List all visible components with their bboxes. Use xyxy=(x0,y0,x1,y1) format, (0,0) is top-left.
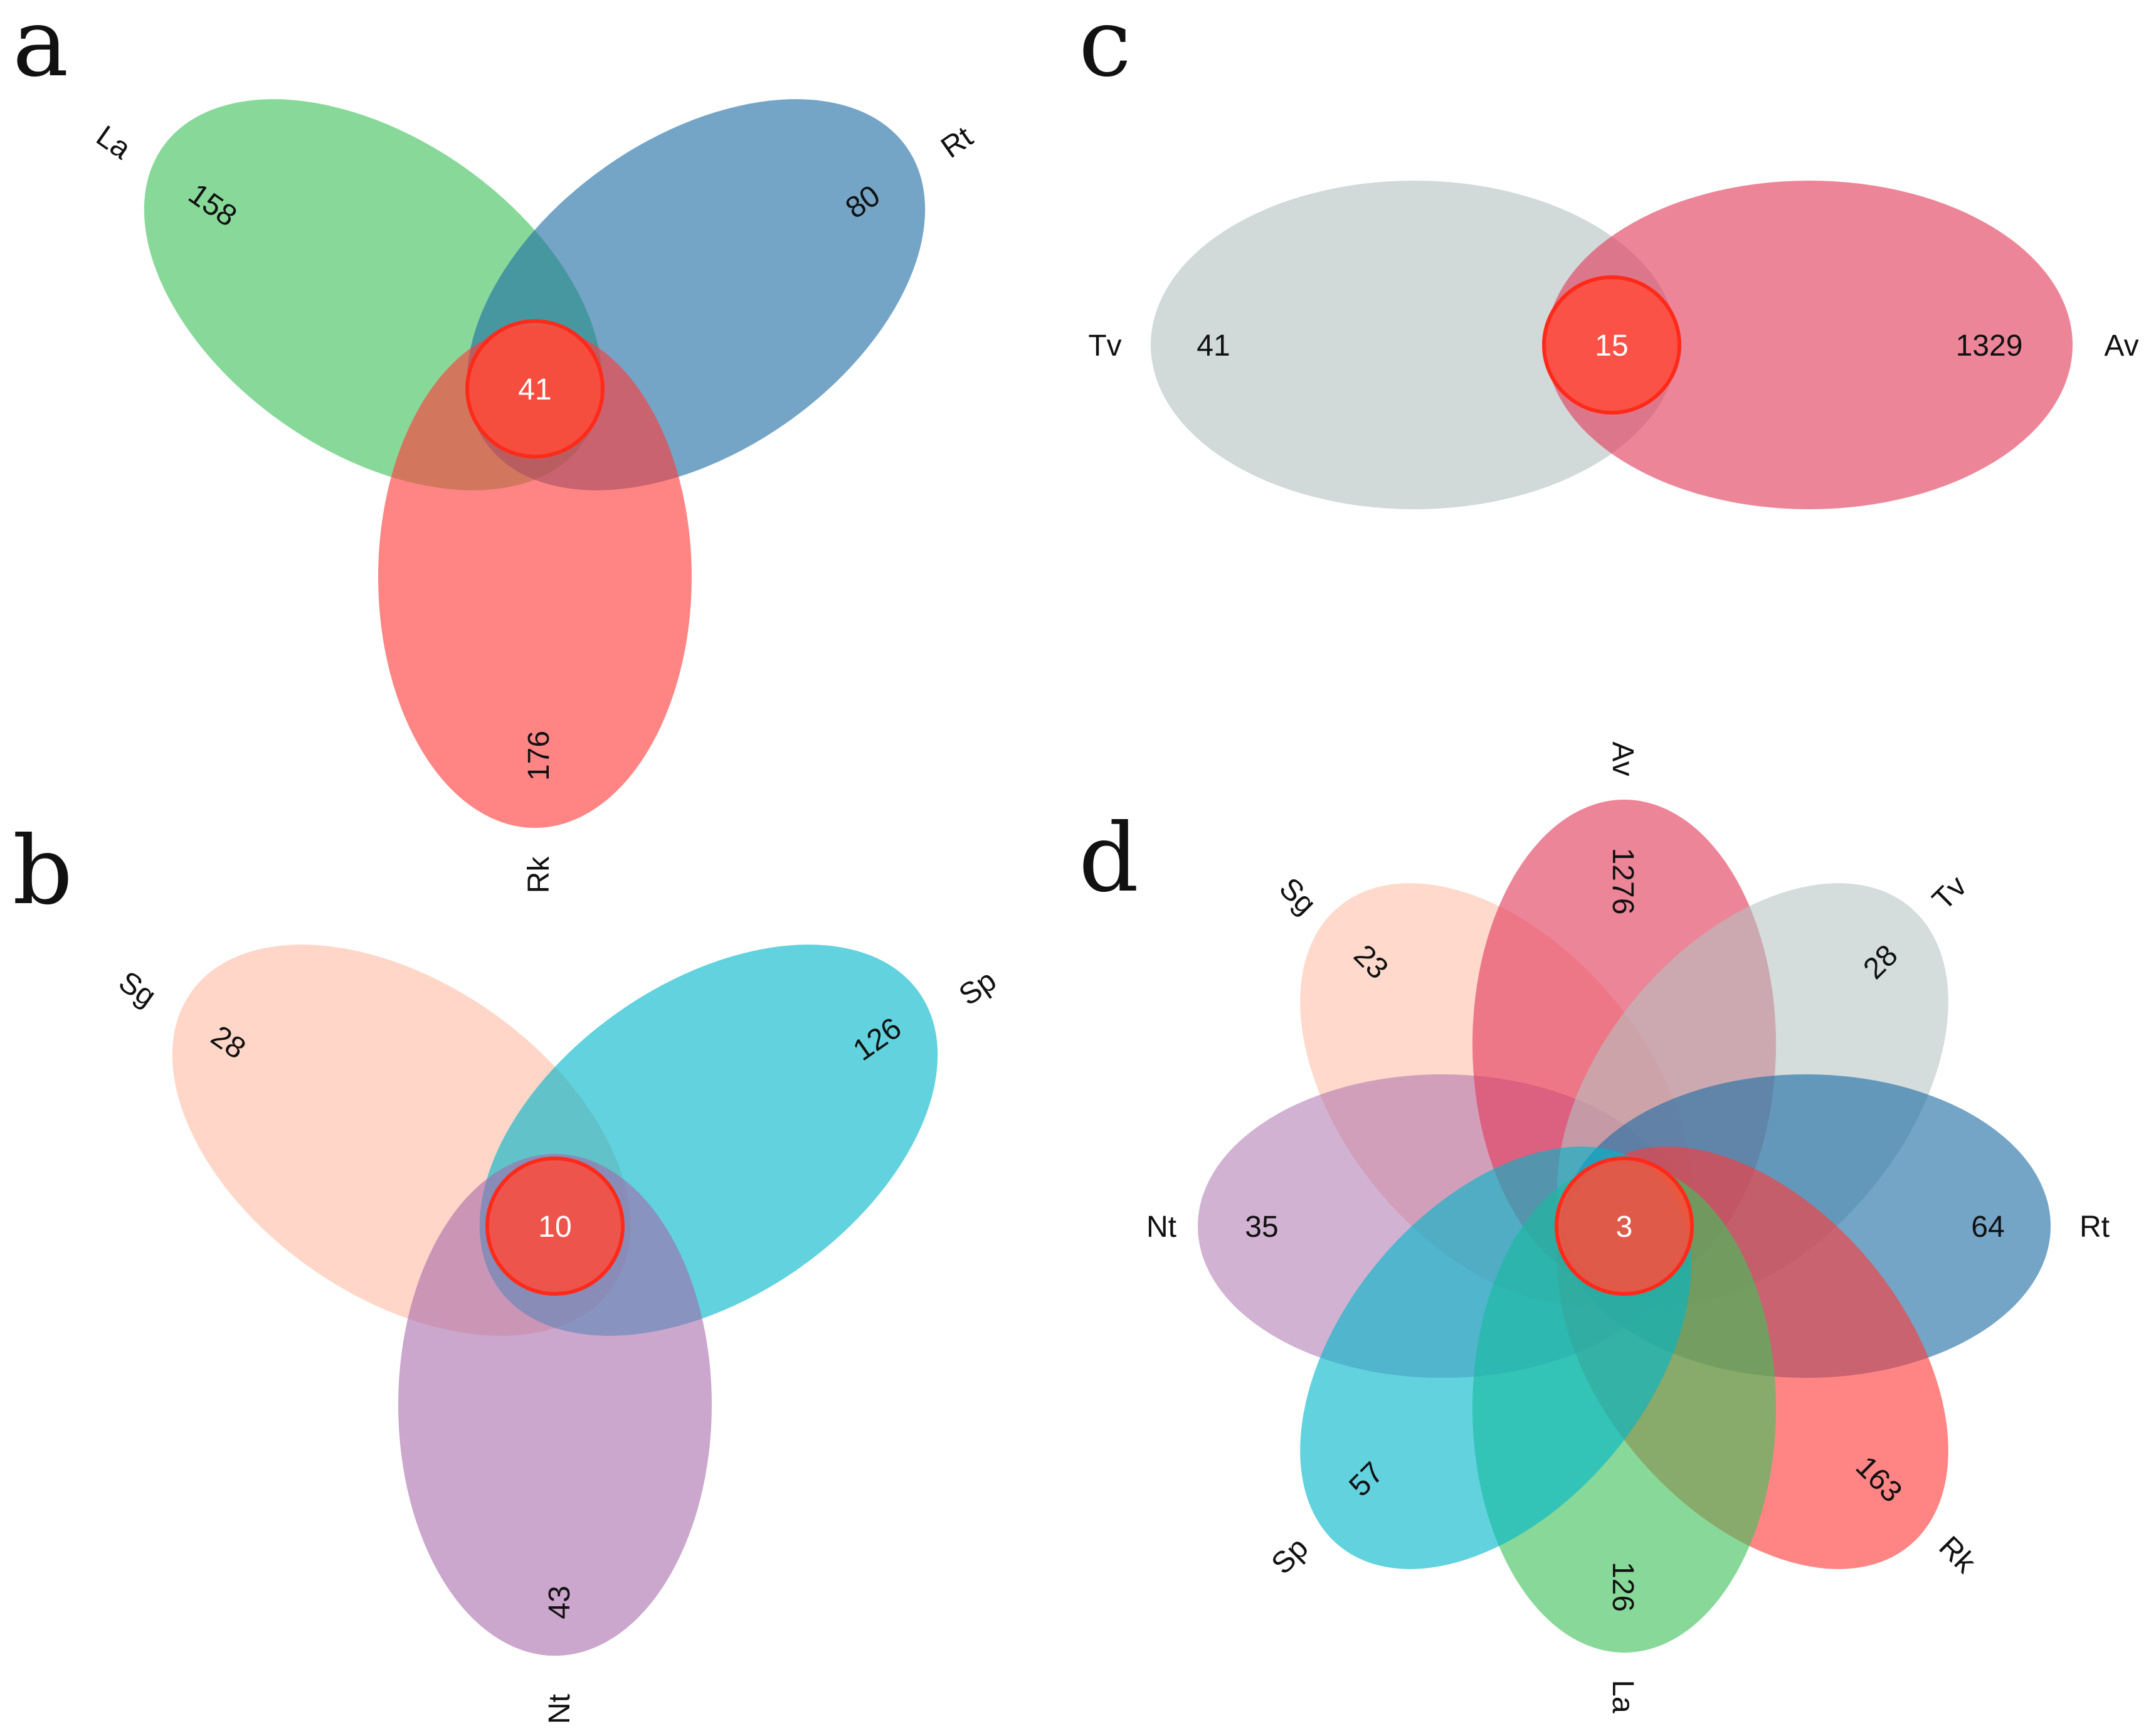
ellipse-tv xyxy=(1151,181,1678,509)
set-label-av: Av xyxy=(2104,329,2138,363)
set-label-d-tv: Tv xyxy=(1926,869,1973,916)
core-count-d: 3 xyxy=(1616,1210,1633,1244)
panel-a-letter: a xyxy=(13,0,68,98)
set-label-sp: Sp xyxy=(953,964,1002,1012)
set-label-d-rk: Rk xyxy=(1932,1530,1982,1580)
set-label-d-la: La xyxy=(1606,1680,1639,1713)
panel-d-letter: d xyxy=(1079,804,1139,913)
set-label-d-av: Av xyxy=(1606,741,1639,776)
set-label-d-nt: Nt xyxy=(1146,1210,1176,1244)
core-circle-c xyxy=(1542,275,1681,415)
core-circle-b xyxy=(485,1156,625,1296)
count-tv: 41 xyxy=(1197,329,1230,363)
set-label-d-rt: Rt xyxy=(2080,1210,2110,1244)
panel-b-letter: b xyxy=(13,817,73,926)
panel-a: a 41 La 158 Rt 80 Rk 176 xyxy=(13,0,979,894)
count-d-la: 126 xyxy=(1606,1562,1639,1612)
count-d-rt: 64 xyxy=(1971,1210,2004,1244)
panel-c-letter: c xyxy=(1079,0,1131,98)
count-rk: 176 xyxy=(522,731,556,781)
count-av: 1329 xyxy=(1956,329,2023,363)
set-label-nt: Nt xyxy=(543,1694,576,1724)
ellipse-av xyxy=(1546,181,2073,509)
panel-c: c 15 Tv 41 Av 1329 xyxy=(1079,0,2139,509)
panel-b: b 10 Sg 28 Sp 126 Nt 43 xyxy=(13,817,1002,1724)
set-label-d-sg: Sg xyxy=(1272,872,1322,921)
set-label-tv: Tv xyxy=(1088,329,1121,363)
core-count-a: 41 xyxy=(518,373,551,406)
count-d-nt: 35 xyxy=(1245,1210,1278,1244)
set-label-rk: Rk xyxy=(522,856,556,894)
set-label-la: La xyxy=(90,119,137,166)
core-circle-a xyxy=(465,319,605,458)
set-label-sg: Sg xyxy=(113,965,162,1014)
ellipse-nt xyxy=(398,1154,712,1656)
panel-d: d 3 Av 1276 Tv 28 Rt 64 Rk 163 La xyxy=(1079,741,2110,1713)
count-d-av: 1276 xyxy=(1606,848,1639,915)
count-nt: 43 xyxy=(543,1585,576,1619)
set-label-d-sp: Sp xyxy=(1266,1532,1315,1581)
set-label-rt: Rt xyxy=(935,120,979,165)
core-circle-d xyxy=(1555,1156,1694,1296)
core-count-c: 15 xyxy=(1595,329,1628,363)
core-count-b: 10 xyxy=(538,1210,571,1244)
ellipse-rk xyxy=(378,326,692,828)
